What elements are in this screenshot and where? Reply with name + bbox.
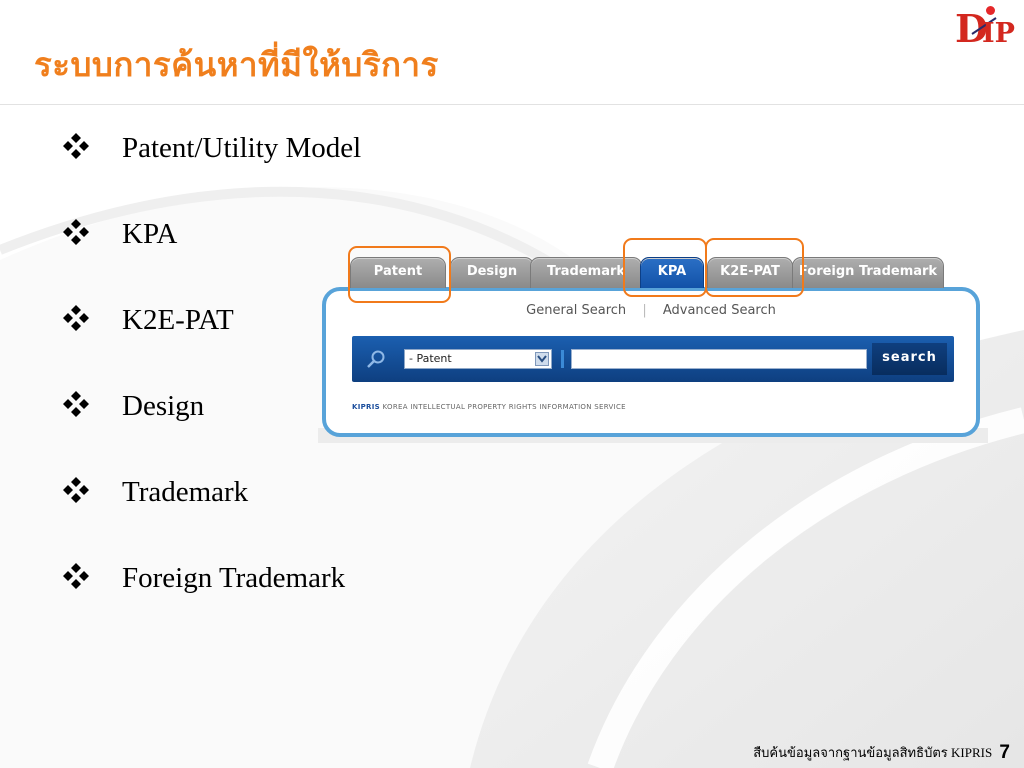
diamond-bullet-icon [63, 391, 89, 417]
tab-design[interactable]: Design [450, 257, 534, 288]
patent-highlight-box [348, 246, 451, 303]
diamond-bullet-icon [63, 563, 89, 589]
slide-footer: สืบค้นข้อมูลจากฐานข้อมูลสิทธิบัตร KIPRIS… [753, 742, 1010, 764]
logo-swish-icon [971, 17, 997, 35]
list-item-label: Foreign Trademark [122, 562, 346, 594]
diamond-bullet-icon [63, 219, 89, 245]
logo-dot-icon [986, 6, 995, 15]
list-item-label: K2E-PAT [122, 304, 234, 336]
input-divider [561, 350, 564, 368]
search-bar: - Patent search [352, 336, 954, 382]
kipris-footer: KIPRIS KOREA INTELLECTUAL PROPERTY RIGHT… [352, 403, 626, 411]
k2e-pat-highlight-box [705, 238, 804, 297]
dip-logo: D IP [955, 4, 1019, 51]
tab-kpa[interactable]: KPA [640, 257, 704, 288]
scope-selected-value: - Patent [409, 352, 452, 365]
search-panel: General Search | Advanced Search - Paten… [322, 287, 980, 437]
diamond-bullet-icon [63, 305, 89, 331]
dropdown-arrow[interactable] [535, 352, 549, 366]
footer-caption: สืบค้นข้อมูลจากฐานข้อมูลสิทธิบัตร KIPRIS [753, 745, 993, 760]
magnifier-icon [367, 350, 385, 368]
title-divider [0, 104, 1024, 105]
list-item-label: Trademark [122, 476, 249, 508]
tab-k2e-pat[interactable]: K2E-PAT [707, 257, 793, 288]
search-button[interactable]: search [872, 343, 947, 375]
mode-separator: | [642, 303, 647, 318]
search-input[interactable] [571, 349, 867, 369]
kipris-brand: KIPRIS [352, 403, 380, 411]
list-item-label: KPA [122, 218, 178, 250]
search-mode-links: General Search | Advanced Search [326, 303, 976, 318]
tab-patent[interactable]: Patent [350, 257, 446, 288]
scope-dropdown[interactable]: - Patent [404, 349, 552, 369]
kipris-footer-text: KOREA INTELLECTUAL PROPERTY RIGHTS INFOR… [382, 403, 626, 411]
logo-letter-d: D [955, 6, 988, 51]
diamond-bullet-icon [63, 477, 89, 503]
kpa-highlight-box [623, 238, 707, 297]
slide-title: ระบบการค้นหาที่มีให้บริการ [34, 45, 439, 84]
chevron-down-icon [537, 355, 547, 363]
kipris-search-screenshot: General Search | Advanced Search - Paten… [318, 238, 988, 443]
logo-letters-ip: IP [982, 18, 1015, 49]
page-number: 7 [999, 742, 1010, 763]
general-search-link[interactable]: General Search [526, 303, 627, 318]
diamond-bullet-icon [63, 133, 89, 159]
list-item-label: Design [122, 390, 205, 422]
advanced-search-link[interactable]: Advanced Search [662, 303, 776, 318]
tab-foreign-trademark[interactable]: Foreign Trademark [792, 257, 944, 288]
list-item-label: Patent/Utility Model [122, 132, 362, 164]
